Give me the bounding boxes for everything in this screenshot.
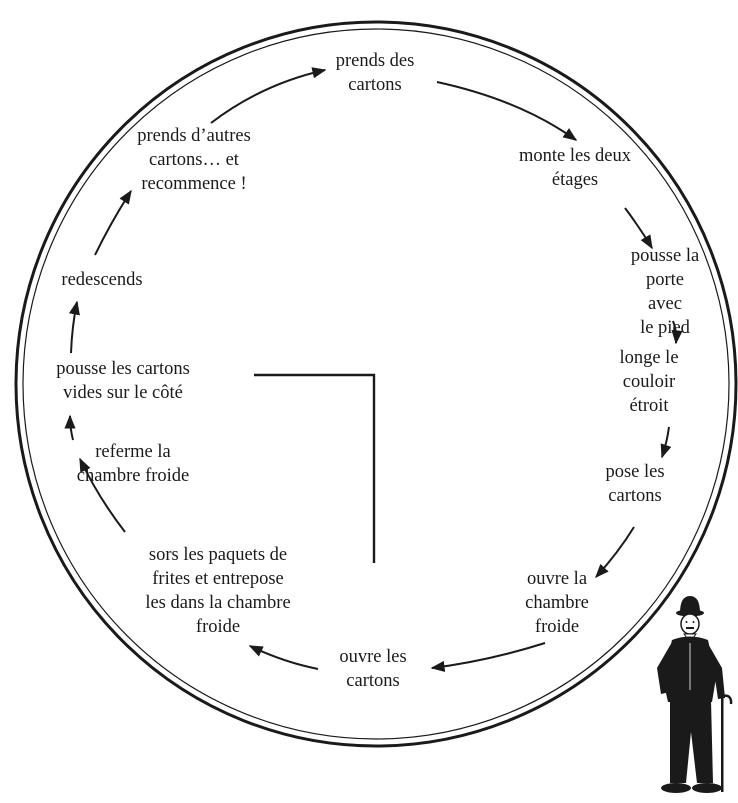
arrow-6-to-7 [430,642,546,672]
step-close-cold-room: referme la chambre froide [76,442,190,486]
arrow-12-to-1 [210,67,327,124]
arrow-5-to-6 [595,526,635,579]
arrow-4-to-5 [660,426,672,459]
arrow-7-to-8 [248,645,319,670]
outer-circle [14,20,738,748]
arrow-10-to-11 [68,300,80,354]
arrow-11-to-12 [94,189,132,256]
arrow-9-to-10 [64,414,76,441]
clock-hands [254,373,376,563]
step-follow-corridor: longe le couloir étroit [619,348,679,416]
step-push-empty-boxes: pousse les cartons vides sur le côté [56,359,190,403]
arrow-1-to-2 [436,81,578,141]
step-restart: prends d’autres cartons… et recommence ! [137,126,251,194]
step-open-cold-room: ouvre la chambre froide [525,569,589,637]
cycle-arrows [64,67,683,672]
step-open-boxes: ouvre les cartons [339,647,407,691]
step-take-boxes: prends des cartons [335,51,415,95]
inner-circle [22,28,730,740]
arrow-2-to-3 [624,207,653,250]
step-put-boxes: pose les cartons [605,462,665,506]
silhouette-figure-icon [657,596,733,793]
step-climb-floors: monte les deux étages [518,146,632,190]
step-push-door: pousse la porte avec le pied [630,246,700,338]
arrow-8-to-9 [79,457,126,533]
step-store-fries: sors les paquets de frites et entrepose … [145,545,291,637]
arrow-3-to-4 [671,320,683,345]
step-go-back-down: redescends [61,270,143,290]
